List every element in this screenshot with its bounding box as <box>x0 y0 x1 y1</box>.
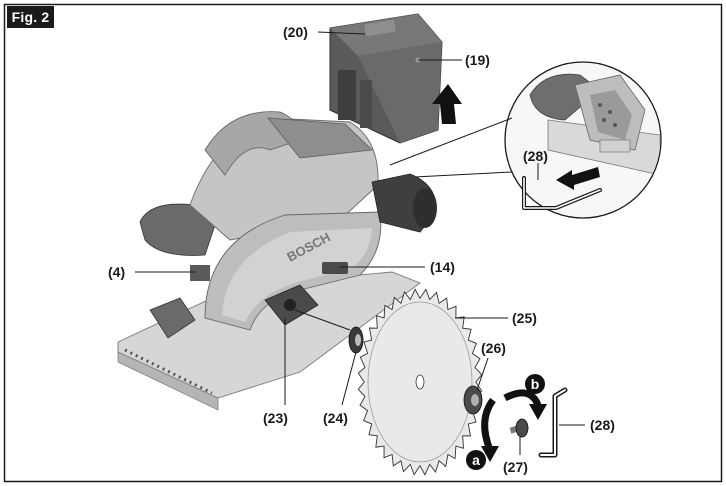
inset-leader-top <box>389 117 513 166</box>
callout-4: (4) <box>108 264 126 280</box>
step-marker-b: b <box>531 376 540 392</box>
callout-27: (27) <box>503 459 528 475</box>
battery-up-arrow <box>432 84 462 124</box>
battery-pack <box>329 13 443 144</box>
clamping-flange-26 <box>463 385 483 415</box>
callout-14: (14) <box>430 259 455 275</box>
figure-border <box>3 3 723 483</box>
clamping-bolt-27 <box>509 418 529 438</box>
callout-24: (24) <box>323 410 348 426</box>
saw-blade <box>357 288 483 476</box>
callout-23: (23) <box>263 410 288 426</box>
callout-25: (25) <box>512 310 537 326</box>
callout-28-inset: (28) <box>523 148 548 164</box>
step-marker-a-circle <box>466 450 486 470</box>
inset-pull-arrow <box>556 167 600 190</box>
circular-saw <box>117 111 437 411</box>
allen-key <box>538 387 568 458</box>
washer-24 <box>348 326 364 354</box>
callout-28-key: (28) <box>590 417 615 433</box>
callout-19: (19) <box>465 52 490 68</box>
rotate-arrow-a <box>481 397 496 452</box>
callout-26: (26) <box>481 340 506 356</box>
rotate-arrow-b <box>503 389 542 407</box>
detail-inset <box>504 61 662 219</box>
step-marker-b-circle <box>525 374 545 394</box>
leader-lines <box>135 31 585 455</box>
callout-20: (20) <box>283 24 308 40</box>
figure-tag: Fig. 2 <box>7 6 54 28</box>
step-marker-a: a <box>472 452 480 468</box>
